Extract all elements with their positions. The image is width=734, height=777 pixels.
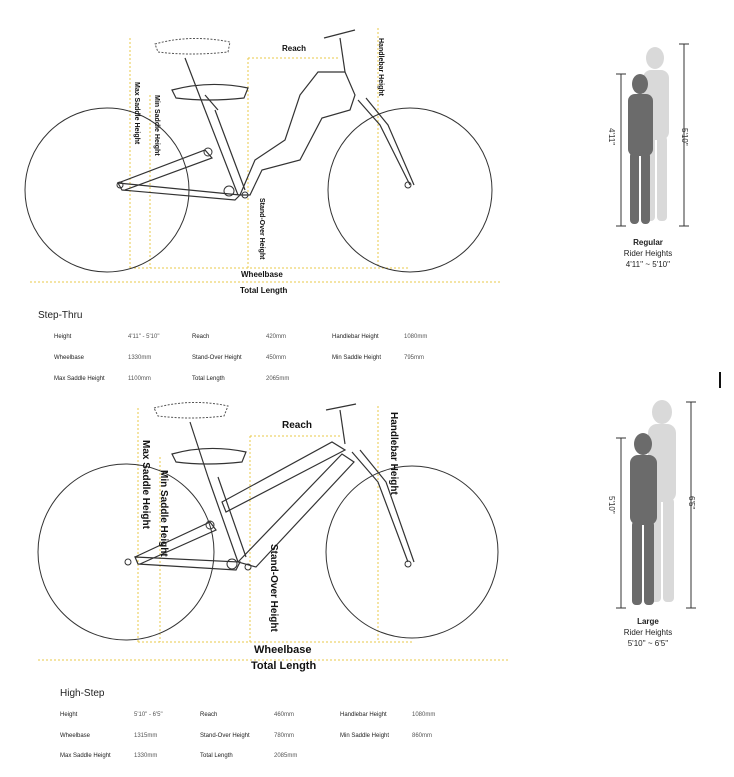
- min-saddle-height-label: Min Saddle Height: [153, 95, 160, 156]
- step-thru-section: Reach Handlebar Height Max Saddle Height…: [24, 28, 698, 382]
- front-wheel: [325, 465, 499, 639]
- spec-value: 420mm: [266, 334, 287, 340]
- large-rider-silhouettes: [630, 400, 676, 605]
- spec-label: Wheelbase: [54, 355, 85, 361]
- size-name: Large: [637, 617, 659, 626]
- min-saddle-height-label: Min Saddle Height: [158, 470, 169, 557]
- size-name: Regular: [633, 238, 663, 247]
- high-step-frame: [134, 403, 415, 571]
- wheelbase-label: Wheelbase: [254, 644, 312, 656]
- rider-heights-label: Rider Heights: [623, 628, 673, 637]
- wheelbase-label: Wheelbase: [241, 270, 283, 279]
- spec-label: Stand-Over Height: [192, 355, 242, 361]
- spec-label: Reach: [192, 334, 210, 340]
- spec-label: Max Saddle Height: [60, 753, 111, 759]
- spec-value: 1315mm: [134, 733, 158, 739]
- saddle-min: [171, 447, 247, 465]
- spec-label: Max Saddle Height: [54, 376, 105, 382]
- spec-label: Handlebar Height: [340, 712, 387, 718]
- spec-value: 5'10" - 6'5": [134, 712, 163, 718]
- saddle-max: [153, 401, 229, 419]
- spec-label: Handlebar Height: [332, 334, 379, 340]
- spec-value: 2085mm: [274, 753, 298, 759]
- spec-label: Min Saddle Height: [332, 355, 382, 361]
- large-size-block: Large Rider Heights 5'10'' ~ 6'5'': [598, 616, 698, 649]
- max-saddle-height-label: Max Saddle Height: [140, 440, 151, 529]
- tall-person-height: 5'10": [680, 128, 689, 146]
- spec-value: 1080mm: [412, 712, 436, 718]
- total-length-label: Total Length: [251, 660, 317, 672]
- step-thru-diagram: [24, 28, 689, 283]
- rear-wheel: [24, 107, 190, 273]
- model-title: High-Step: [60, 688, 105, 699]
- reach-label: Reach: [282, 420, 313, 431]
- short-person-height: 5'10": [607, 496, 616, 514]
- rear-wheel: [37, 463, 215, 641]
- step-thru-frame: [116, 29, 415, 201]
- spec-label: Min Saddle Height: [340, 733, 390, 739]
- spec-label: Reach: [200, 712, 218, 718]
- spec-value: 860mm: [412, 733, 433, 739]
- spec-value: 450mm: [266, 355, 287, 361]
- rider-heights-range: 5'10'' ~ 6'5'': [627, 639, 669, 648]
- spec-value: 460mm: [274, 712, 295, 718]
- spec-value: 795mm: [404, 355, 425, 361]
- spec-value: 4'11" - 5'10": [128, 334, 160, 340]
- spec-label: Height: [54, 334, 72, 340]
- spec-label: Wheelbase: [60, 733, 91, 739]
- spec-label: Total Length: [200, 753, 233, 759]
- spec-value: 1100mm: [128, 376, 151, 382]
- spec-value: 780mm: [274, 733, 295, 739]
- spec-label: Height: [60, 712, 78, 718]
- short-person-silhouette: [628, 74, 653, 224]
- reach-label: Reach: [282, 44, 307, 53]
- regular-rider-silhouettes: [628, 47, 669, 224]
- handlebar-height-label: Handlebar Height: [377, 38, 384, 96]
- stand-over-height-label: Stand-Over Height: [268, 544, 279, 632]
- stand-over-height-label: Stand-Over Height: [258, 198, 265, 260]
- spec-label: Total Length: [192, 376, 225, 382]
- spec-value: 1330mm: [134, 753, 158, 759]
- regular-size-block: Regular Rider Heights 4'11'' ~ 5'10'': [598, 237, 698, 270]
- spec-label: Stand-Over Height: [200, 733, 250, 739]
- text-cursor: [719, 372, 721, 388]
- person-height-bars: [616, 401, 696, 609]
- max-saddle-height-label: Max Saddle Height: [133, 82, 140, 145]
- short-person-silhouette: [630, 433, 657, 605]
- high-step-diagram: [37, 400, 696, 661]
- handlebar-height-label: Handlebar Height: [388, 412, 399, 495]
- guide-lines: [38, 406, 508, 661]
- guide-lines: [30, 28, 500, 283]
- spec-value: 2065mm: [266, 376, 290, 382]
- rider-heights-range: 4'11'' ~ 5'10'': [625, 260, 671, 269]
- person-height-bars: [616, 43, 689, 227]
- high-step-section: Reach Handlebar Height Max Saddle Height…: [0, 392, 734, 777]
- model-title: Step-Thru: [38, 310, 83, 321]
- rider-heights-label: Rider Heights: [623, 249, 673, 258]
- frame-pivots: [116, 147, 412, 199]
- spec-value: 1080mm: [404, 334, 428, 340]
- frame-pivots: [124, 520, 412, 571]
- saddle-max: [154, 37, 231, 55]
- total-length-label: Total Length: [240, 286, 288, 295]
- spec-value: 1330mm: [128, 355, 152, 361]
- tall-person-height: 6'5": [687, 496, 696, 510]
- saddle-min: [171, 83, 249, 101]
- short-person-height: 4'11": [607, 128, 616, 146]
- front-wheel: [327, 107, 493, 273]
